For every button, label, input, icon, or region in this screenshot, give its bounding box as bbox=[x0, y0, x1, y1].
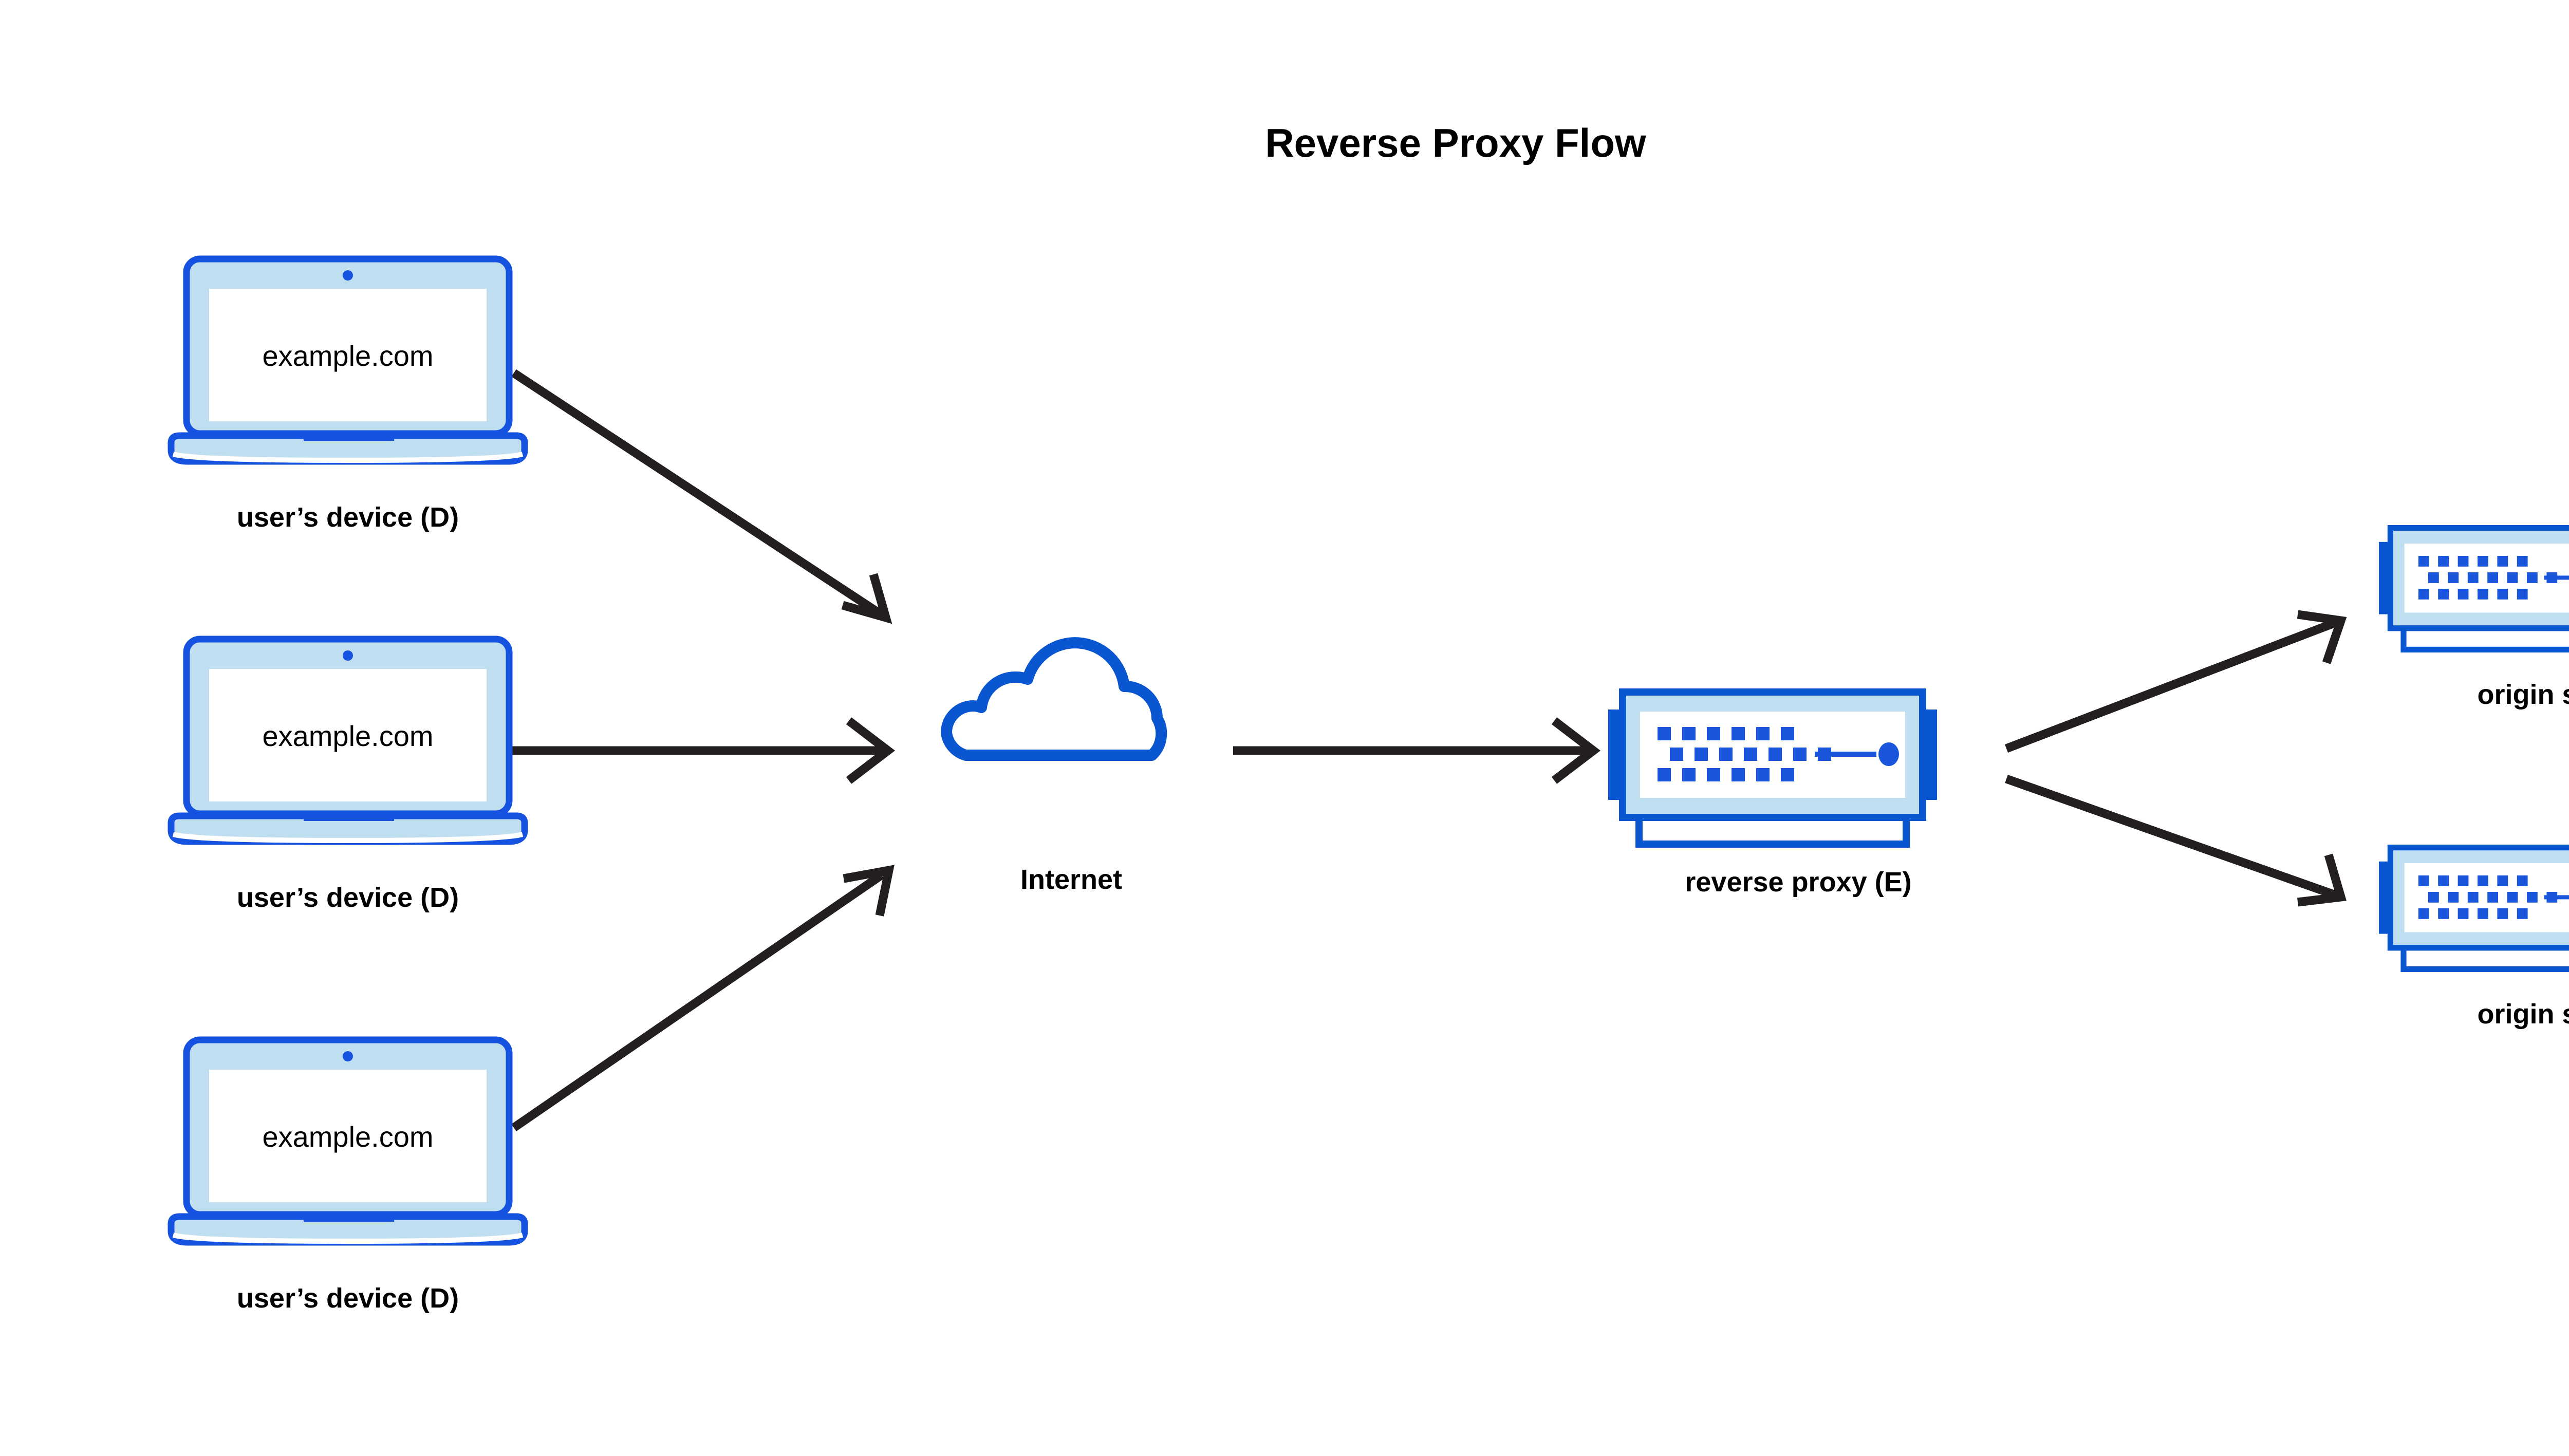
connector-layer bbox=[511, 369, 2347, 1132]
node-reverse-proxy[interactable]: reverse proxy (E) bbox=[1608, 692, 1937, 898]
device-screen-text: example.com bbox=[262, 1121, 433, 1153]
server-icon bbox=[1608, 692, 1937, 844]
device-label: user’s device (D) bbox=[237, 502, 459, 533]
connector-internet-to-proxy bbox=[1233, 717, 1601, 784]
device-label: user’s device (D) bbox=[237, 882, 459, 913]
node-user-device-2[interactable]: example.com user’s device (D) bbox=[171, 639, 525, 913]
node-origin-server-2[interactable]: origin server (F) bbox=[2379, 848, 2569, 1030]
page-title: Reverse Proxy Flow bbox=[1265, 120, 1646, 165]
device-screen-text: example.com bbox=[262, 340, 433, 372]
origin-label: origin server (F) bbox=[2477, 679, 2569, 710]
proxy-label: reverse proxy (E) bbox=[1685, 867, 1911, 898]
origin-label: origin server (F) bbox=[2477, 999, 2569, 1030]
connector-device2-to-internet bbox=[511, 717, 896, 784]
connector-proxy-to-origin2 bbox=[2005, 774, 2347, 907]
node-origin-server-1[interactable]: origin server (F) bbox=[2379, 528, 2569, 710]
node-user-device-3[interactable]: example.com user’s device (D) bbox=[171, 1040, 525, 1314]
device-screen-text: example.com bbox=[262, 720, 433, 752]
cloud-icon bbox=[946, 643, 1161, 755]
device-label: user’s device (D) bbox=[237, 1283, 459, 1314]
internet-label: Internet bbox=[1020, 864, 1122, 895]
connector-device3-to-internet bbox=[511, 865, 895, 1132]
server-icon bbox=[2379, 848, 2569, 969]
connector-proxy-to-origin1 bbox=[2004, 610, 2347, 753]
node-user-device-1[interactable]: example.com user’s device (D) bbox=[171, 259, 525, 533]
server-icon bbox=[2379, 528, 2569, 650]
node-internet-cloud[interactable]: Internet bbox=[946, 643, 1161, 895]
connector-device1-to-internet bbox=[511, 369, 892, 624]
